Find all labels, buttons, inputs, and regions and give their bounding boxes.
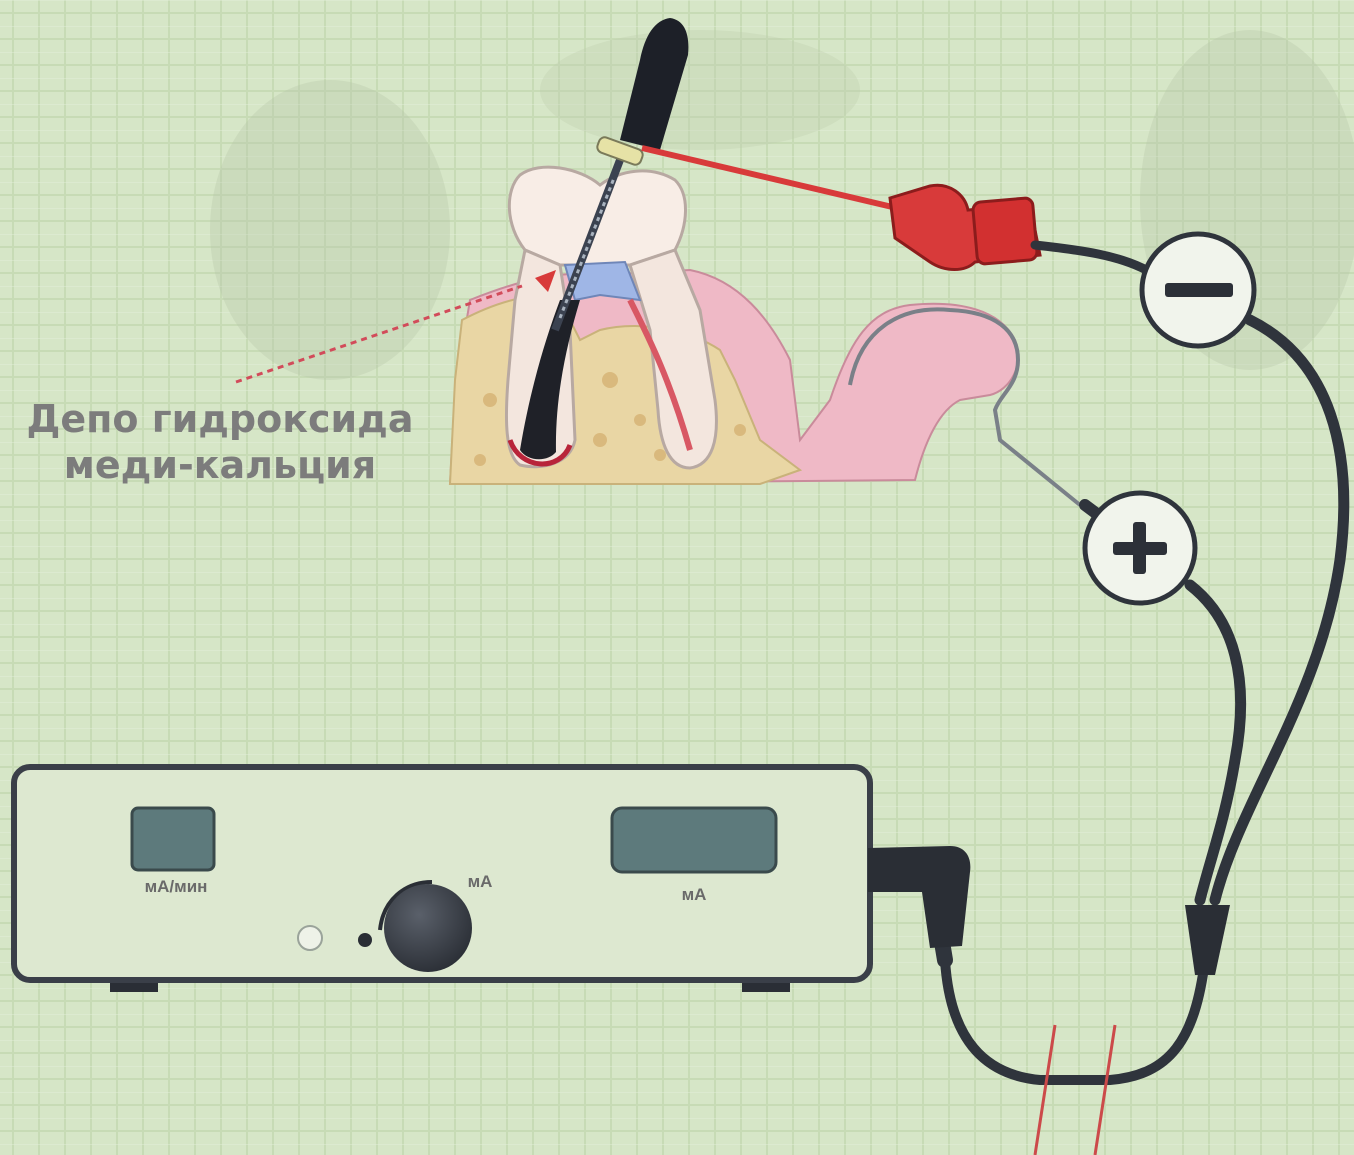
display-left xyxy=(132,808,214,870)
depot-label-line2: меди-кальция xyxy=(64,443,376,487)
depot-label-line1: Депо гидроксида xyxy=(27,397,414,441)
galvanizer-device: мА/мин мА мА xyxy=(14,767,970,992)
knob-label: мА xyxy=(468,872,493,891)
current-knob[interactable] xyxy=(384,884,472,972)
electrode-connector xyxy=(972,198,1037,265)
small-led xyxy=(358,933,372,947)
display-right xyxy=(612,808,776,872)
display-right-label: мА xyxy=(682,885,707,904)
negative-terminal: − xyxy=(1142,234,1254,346)
positive-terminal: + xyxy=(1085,493,1195,603)
display-left-label: мА/мин xyxy=(145,877,208,896)
indicator-led xyxy=(298,926,322,950)
